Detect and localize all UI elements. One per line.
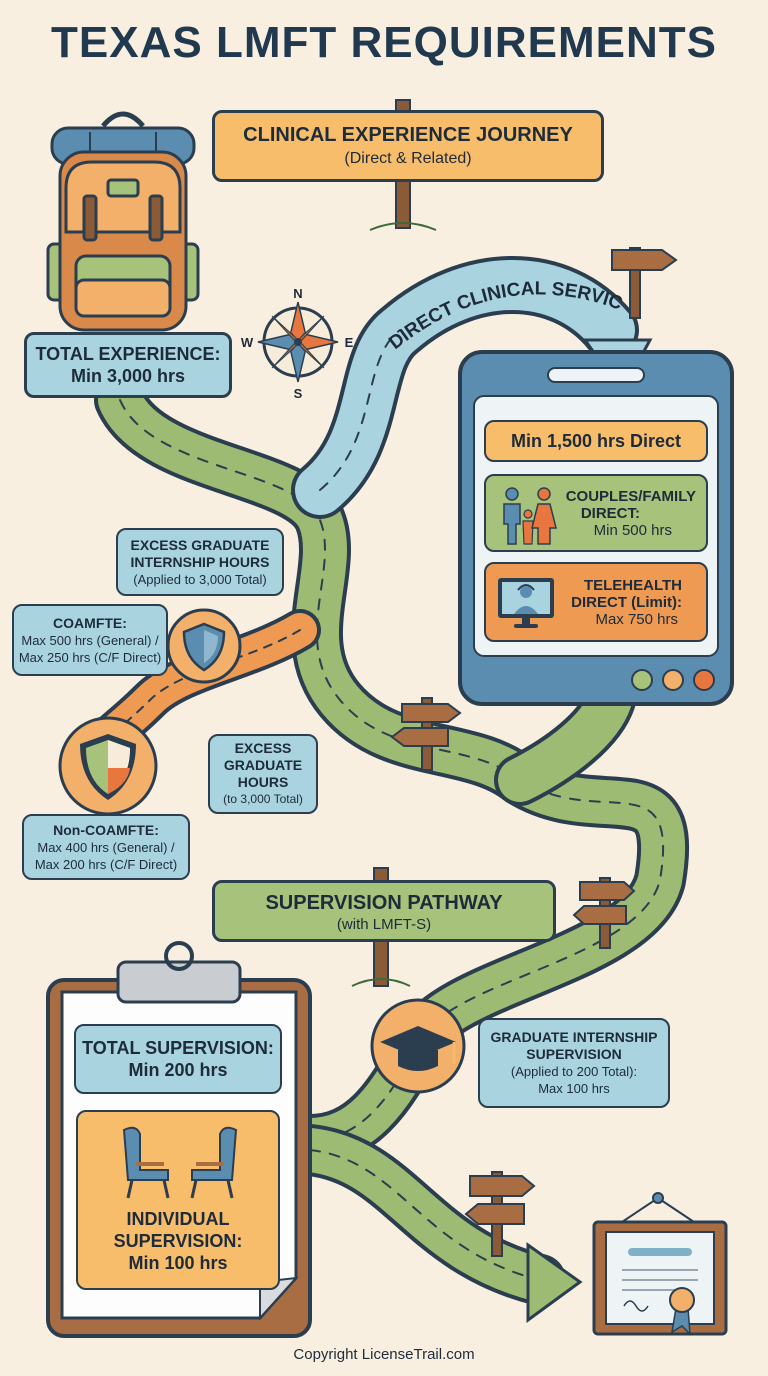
backpack-icon bbox=[46, 111, 200, 332]
excess-graduate-line3: HOURS bbox=[237, 774, 289, 790]
total-supervision-label: TOTAL SUPERVISION: bbox=[82, 1038, 274, 1058]
internship-supervision-line1: GRADUATE INTERNSHIP bbox=[490, 1029, 658, 1045]
green-road-arrowhead bbox=[526, 1242, 583, 1323]
excess-internship-line2: INTERNSHIP HOURS bbox=[130, 553, 270, 570]
internship-supervision-line2: SUPERVISION bbox=[526, 1046, 622, 1062]
total-experience-box: TOTAL EXPERIENCE: Min 3,000 hrs bbox=[24, 332, 232, 398]
chairs-icon bbox=[122, 1126, 238, 1199]
internship-supervision-line3: (Applied to 200 Total): bbox=[510, 1064, 638, 1079]
excess-graduate-line1: EXCESS bbox=[234, 740, 292, 756]
excess-graduate-line2: GRADUATE bbox=[223, 757, 303, 773]
certificate-icon bbox=[592, 1192, 728, 1336]
individual-supervision-line1: INDIVIDUAL bbox=[126, 1209, 230, 1229]
journey-sign: CLINICAL EXPERIENCE JOURNEY (Direct & Re… bbox=[212, 110, 604, 182]
internship-supervision-box: GRADUATE INTERNSHIP SUPERVISION (Applied… bbox=[478, 1018, 670, 1108]
couples-family-box: COUPLES/FAMILY DIRECT: Min 500 hrs bbox=[484, 474, 708, 552]
individual-supervision-box: INDIVIDUAL SUPERVISION: Min 100 hrs bbox=[76, 1110, 280, 1290]
individual-supervision-line3: Min 100 hrs bbox=[128, 1253, 228, 1273]
compass-west: W bbox=[241, 335, 254, 350]
coamfte-line1: COAMFTE: bbox=[53, 614, 127, 631]
compass-south: S bbox=[294, 386, 303, 401]
graduation-cap-icon bbox=[370, 998, 466, 1094]
supervision-sign-title: SUPERVISION PATHWAY bbox=[265, 891, 503, 914]
excess-graduate-box: EXCESS GRADUATE HOURS (to 3,000 Total) bbox=[208, 734, 318, 814]
compass-east: E bbox=[345, 335, 354, 350]
telehealth-line2: DIRECT (Limit): bbox=[571, 593, 682, 611]
non-coamfte-line2: Max 400 hrs (General) / bbox=[37, 839, 175, 855]
non-coamfte-line1: Non-COAMFTE: bbox=[53, 821, 159, 838]
page-title: TEXAS LMFT REQUIREMENTS bbox=[51, 18, 717, 67]
total-experience-value: Min 3,000 hrs bbox=[70, 366, 186, 386]
couples-family-line1: COUPLES/FAMILY bbox=[565, 487, 696, 505]
compass-icon: N S E W bbox=[241, 286, 354, 401]
non-coamfte-box: Non-COAMFTE: Max 400 hrs (General) / Max… bbox=[22, 814, 190, 880]
min-direct-value: Min 1,500 hrs Direct bbox=[510, 431, 682, 451]
supervision-sign: SUPERVISION PATHWAY (with LMFT-S) bbox=[212, 880, 556, 942]
internship-supervision-line4: Max 100 hrs bbox=[538, 1081, 610, 1096]
family-icon bbox=[503, 487, 557, 545]
telehealth-icon bbox=[498, 578, 554, 628]
individual-supervision-line2: SUPERVISION: bbox=[113, 1231, 243, 1251]
telehealth-line1: TELEHEALTH bbox=[583, 576, 682, 594]
shield-icon-coamfte bbox=[166, 608, 242, 684]
journey-sign-subtitle: (Direct & Related) bbox=[344, 150, 472, 167]
compass-north: N bbox=[293, 286, 302, 301]
copyright-notice: Copyright LicenseTrail.com bbox=[293, 1346, 475, 1363]
journey-sign-title: CLINICAL EXPERIENCE JOURNEY bbox=[243, 124, 573, 146]
telehealth-line3: Max 750 hrs bbox=[595, 610, 678, 628]
total-supervision-box: TOTAL SUPERVISION: Min 200 hrs bbox=[74, 1024, 282, 1094]
signpost-icon bbox=[390, 697, 462, 771]
non-coamfte-line3: Max 200 hrs (C/F Direct) bbox=[34, 856, 178, 872]
coamfte-line2: Max 500 hrs (General) / bbox=[21, 632, 159, 648]
total-experience-label: TOTAL EXPERIENCE: bbox=[35, 344, 221, 364]
excess-internship-line3: (Applied to 3,000 Total) bbox=[133, 571, 267, 587]
excess-internship-line1: EXCESS GRADUATE bbox=[130, 536, 270, 553]
shield-icon-non-coamfte bbox=[58, 716, 158, 816]
supervision-sign-subtitle: (with LMFT-S) bbox=[336, 915, 432, 933]
couples-family-line3: Min 500 hrs bbox=[593, 521, 672, 539]
excess-internship-box: EXCESS GRADUATE INTERNSHIP HOURS (Applie… bbox=[116, 528, 284, 596]
excess-graduate-line4: (to 3,000 Total) bbox=[223, 792, 303, 806]
signpost-icon bbox=[611, 247, 678, 319]
coamfte-line3: Max 250 hrs (C/F Direct) bbox=[18, 649, 162, 665]
total-supervision-value: Min 200 hrs bbox=[128, 1060, 228, 1080]
min-direct-box: Min 1,500 hrs Direct bbox=[484, 420, 708, 462]
telehealth-box: TELEHEALTH DIRECT (Limit): Max 750 hrs bbox=[484, 562, 708, 642]
coamfte-box: COAMFTE: Max 500 hrs (General) / Max 250… bbox=[12, 604, 168, 676]
couples-family-line2: DIRECT: bbox=[580, 504, 640, 522]
signpost-icon bbox=[572, 877, 636, 949]
signpost-icon bbox=[464, 1171, 536, 1257]
